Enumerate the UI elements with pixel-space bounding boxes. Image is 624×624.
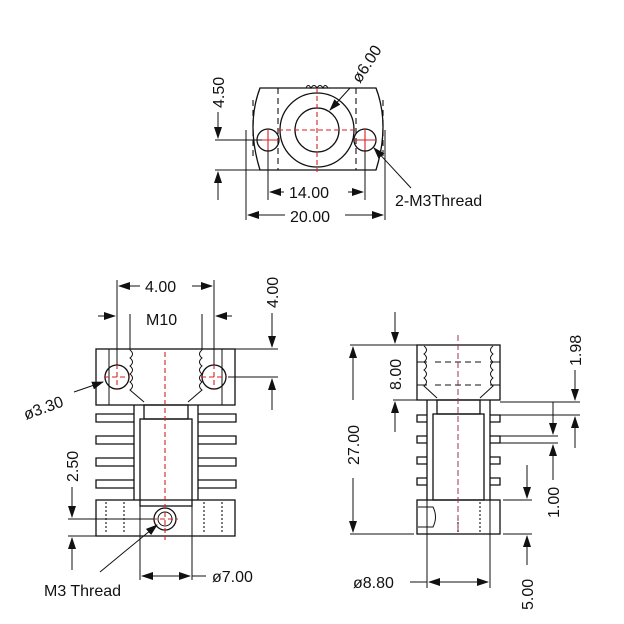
top-view: 4.50 ø6.00 14.00 20.00 2-M3Thread [211,43,482,226]
dim-8-00: 8.00 [388,359,405,390]
dim-1-00: 1.00 [546,487,563,518]
dim-1-98: 1.98 [568,335,585,366]
dim-4-50-top: 4.50 [211,77,228,108]
dim-bore-6: ø6.00 [349,43,386,87]
dim-27-00: 27.00 [346,425,363,465]
callout-2-m3-thread: 2-M3Thread [395,193,482,210]
callout-m3-thread: M3 Thread [44,583,121,600]
dim-7-00: ø7.00 [212,569,253,586]
dim-8-80: ø8.80 [353,575,394,592]
dim-3-30: ø3.30 [22,394,66,424]
dim-14: 14.00 [289,185,329,202]
dim-4-00-h: 4.00 [145,279,176,296]
dim-2-50: 2.50 [65,451,82,482]
dim-20: 20.00 [290,209,330,226]
dim-5-00: 5.00 [520,579,537,610]
side-view: 27.00 8.00 1.98 1.00 5.00 ø8.80 [346,312,585,610]
label-m10: M10 [146,312,177,329]
top-view-outline [252,87,384,171]
front-view: 4.00 M10 4.00 ø3.30 2.50 ø7.00 M3 Thread [22,277,282,600]
dim-4-00-v: 4.00 [265,277,282,308]
